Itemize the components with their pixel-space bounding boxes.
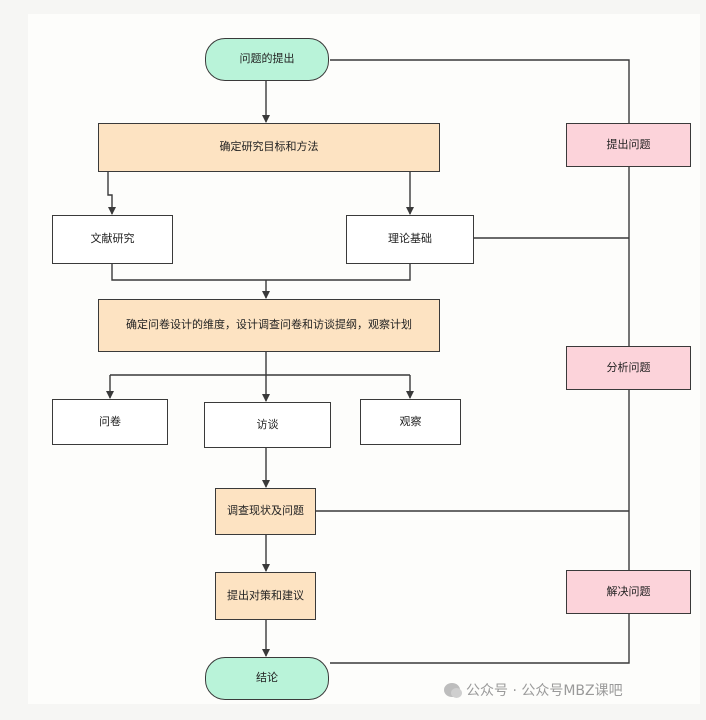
goal-node: 确定研究目标和方法	[98, 123, 440, 172]
watermark-text: 公众号 · 公众号MBZ课吧	[466, 683, 623, 699]
edge-goal-literature	[107, 172, 116, 215]
interview-node: 访谈	[204, 402, 331, 448]
side-raise-node: 提出问题	[566, 123, 691, 167]
questionnaire-node: 问卷	[52, 399, 168, 445]
wechat-icon	[444, 683, 462, 698]
observation-node: 观察	[360, 399, 461, 445]
design-node: 确定问卷设计的维度，设计调查问卷和访谈提纲，观察计划	[98, 299, 440, 352]
theory-node: 理论基础	[346, 215, 474, 264]
side-analyze-node: 分析问题	[566, 346, 691, 390]
side-solve-node: 解决问题	[566, 570, 691, 614]
watermark: 公众号 · 公众号MBZ课吧	[444, 680, 623, 700]
end-node: 结论	[205, 657, 329, 700]
suggest-node: 提出对策和建议	[215, 572, 316, 620]
literature-node: 文献研究	[52, 215, 173, 264]
edge-merge-design	[111, 264, 411, 281]
start-node: 问题的提出	[205, 38, 329, 81]
survey-node: 调查现状及问题	[215, 488, 316, 535]
